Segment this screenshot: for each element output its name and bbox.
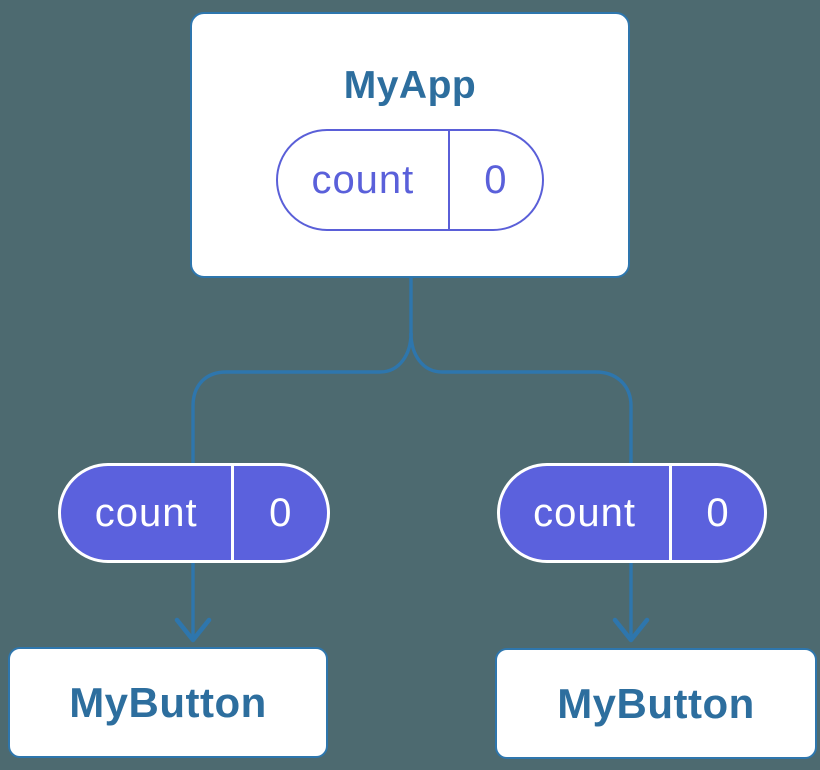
- pill-divider: [231, 466, 235, 560]
- connector-branch-left: [191, 332, 413, 637]
- child-state-pill-right: count 0: [497, 463, 767, 563]
- component-title: MyApp: [343, 63, 477, 107]
- state-value: 0: [484, 157, 508, 202]
- arrow-down-icon: [612, 617, 650, 643]
- parent-state-pill: count 0: [276, 128, 544, 231]
- pill-divider: [447, 130, 450, 229]
- state-value: 0: [269, 491, 293, 535]
- component-title: MyButton: [69, 678, 267, 726]
- state-name: count: [533, 491, 636, 535]
- state-name: count: [311, 157, 415, 202]
- state-name: count: [94, 491, 198, 535]
- connector-branch-right: [409, 332, 633, 637]
- child-state-pill-left: count 0: [58, 463, 330, 563]
- component-title: MyButton: [557, 679, 755, 727]
- state-value: 0: [706, 491, 730, 535]
- pill-divider: [669, 466, 673, 560]
- arrow-down-icon: [174, 617, 212, 643]
- component-card-child-left: MyButton: [8, 647, 328, 758]
- component-card-parent: MyApp count 0: [190, 12, 630, 278]
- component-card-child-right: MyButton: [495, 648, 817, 759]
